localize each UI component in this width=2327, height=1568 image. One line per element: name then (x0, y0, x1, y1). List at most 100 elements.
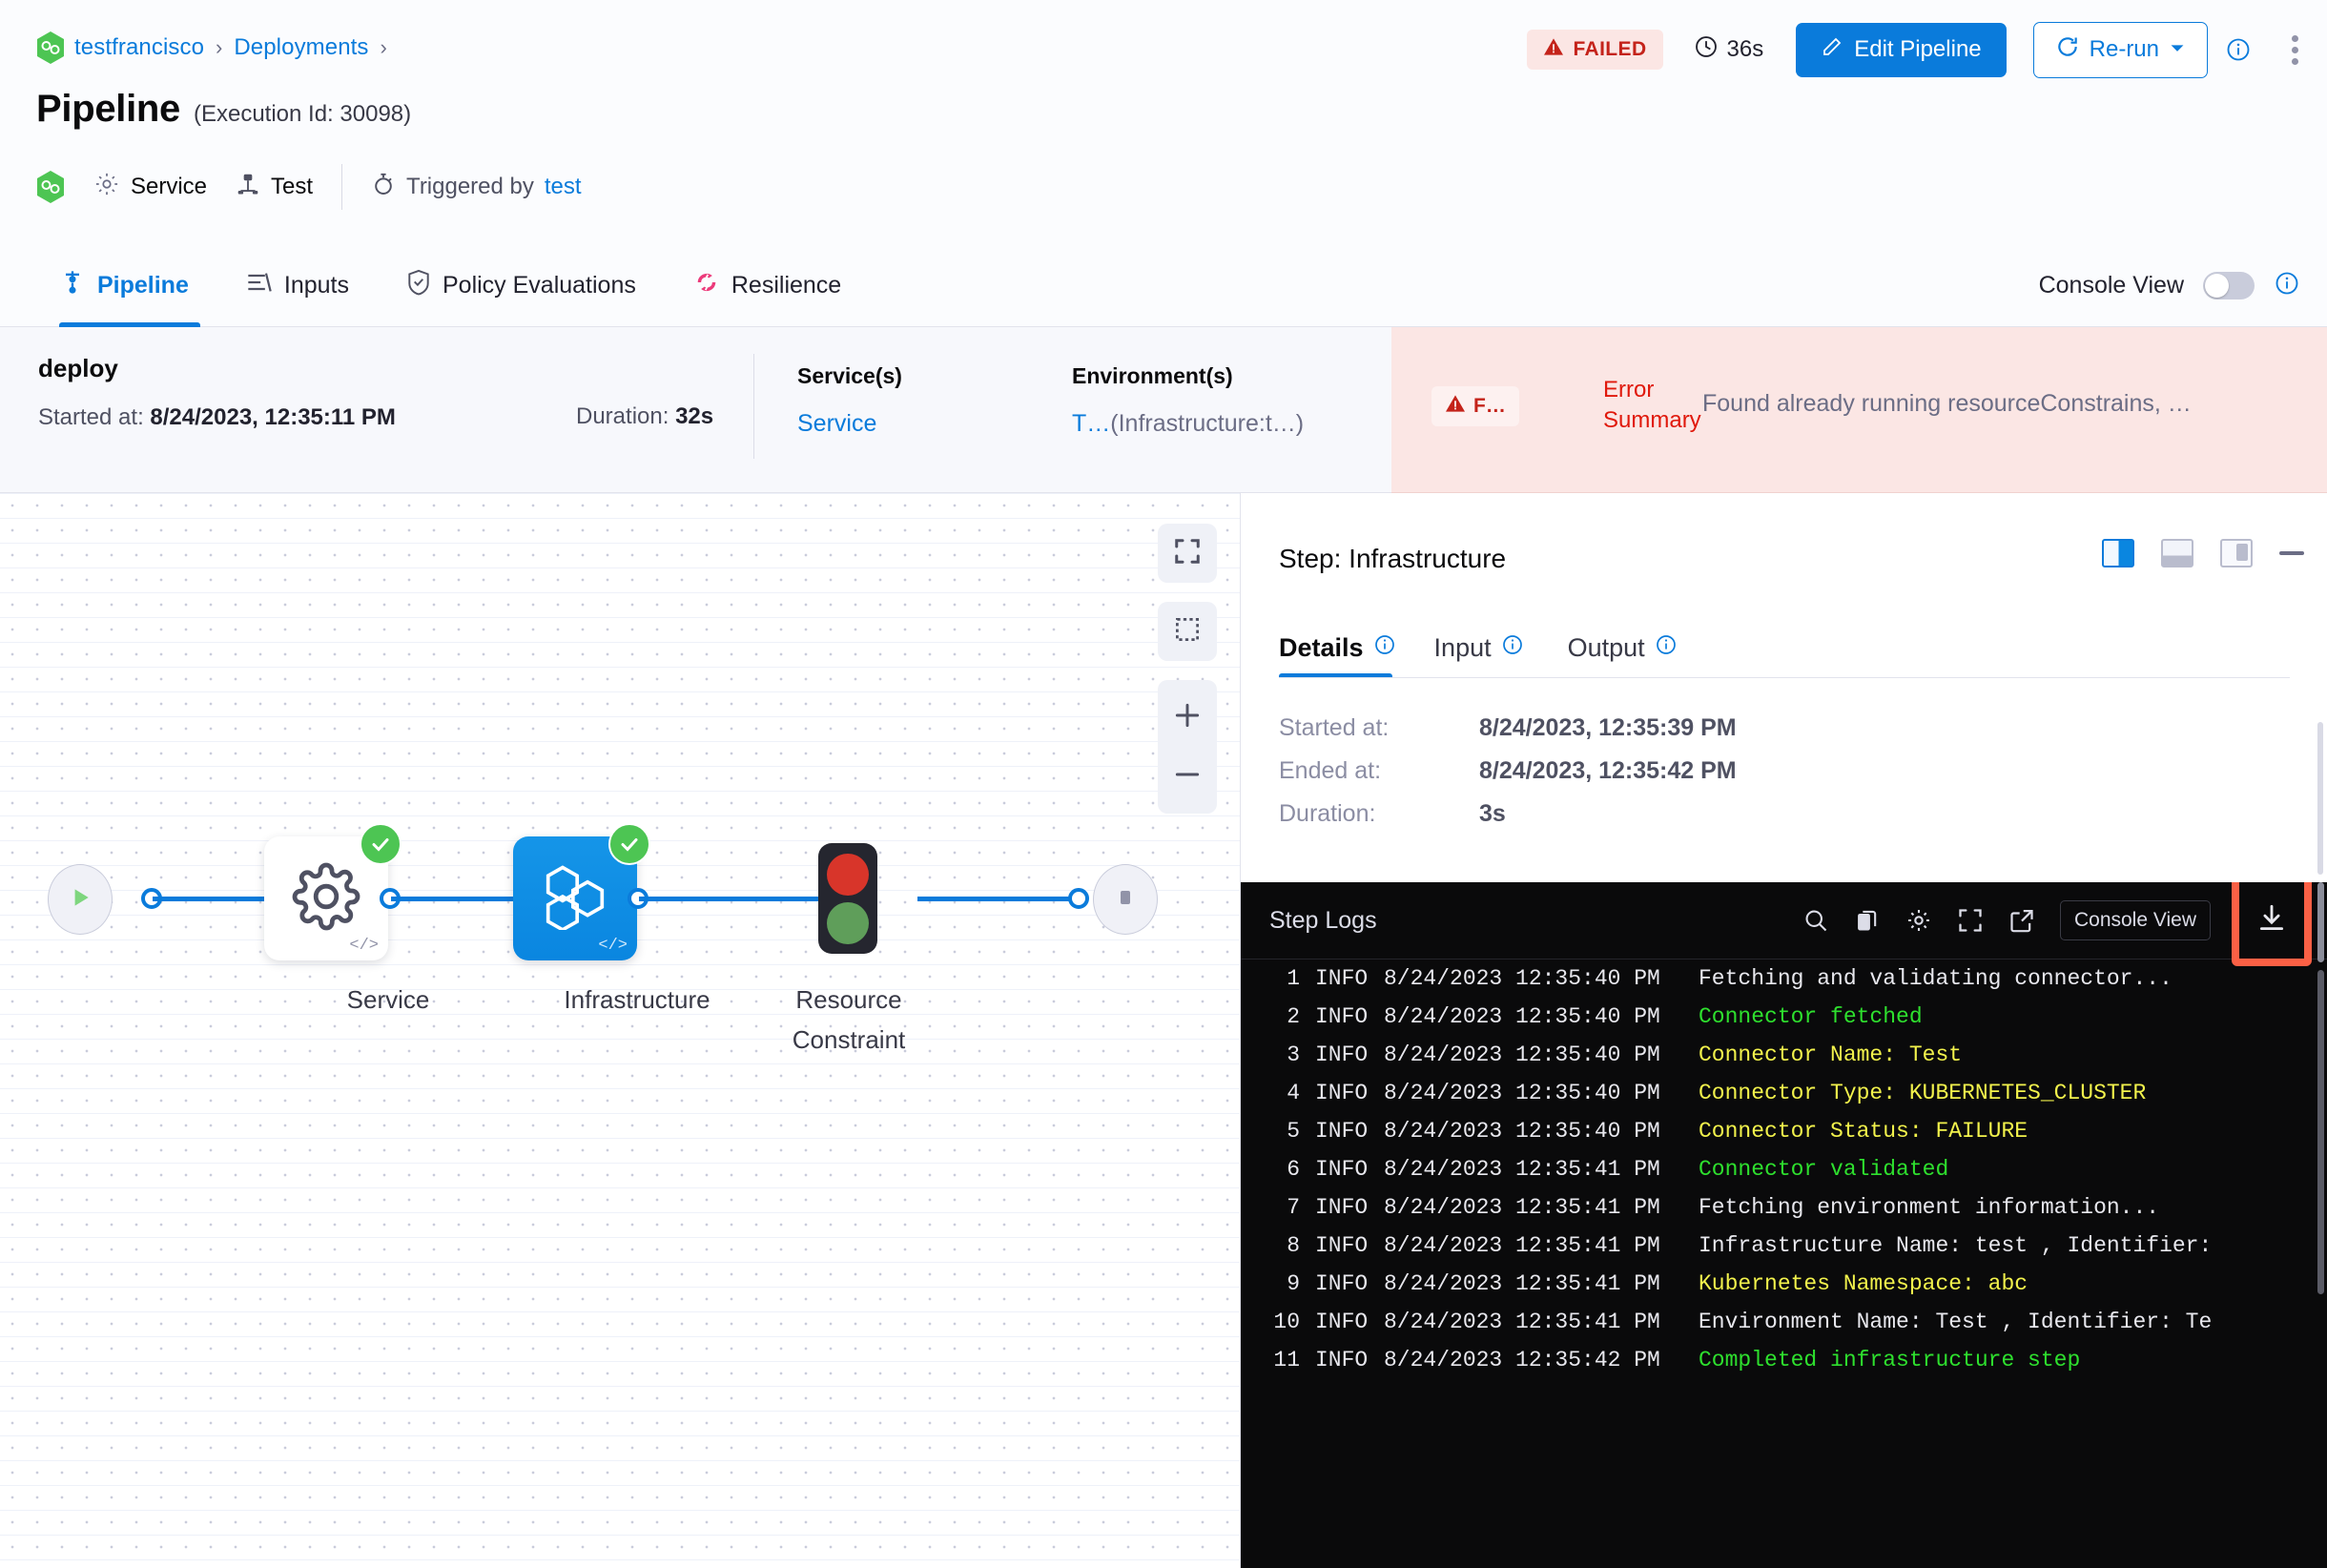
pencil-icon (1821, 35, 1843, 65)
edit-pipeline-button[interactable]: Edit Pipeline (1796, 22, 2007, 77)
console-view-toggle[interactable] (2203, 271, 2255, 299)
fit-to-screen-button[interactable] (1158, 524, 1217, 583)
stage-environments-name: T… (1072, 410, 1111, 437)
gear-icon (93, 171, 120, 204)
panel-right-icon[interactable] (2102, 539, 2134, 567)
stage-environments-detail: (Infrastructure:t…) (1110, 410, 1305, 437)
log-line-number: 5 (1287, 1119, 1300, 1144)
log-message: Fetching and validating connector... (1699, 966, 2173, 991)
canvas-zoom-controls (1158, 524, 1217, 814)
download-logs-button[interactable] (2232, 882, 2312, 966)
tab-policy-evaluations[interactable]: Policy Evaluations (378, 243, 665, 327)
breadcrumb-separator-icon: › (380, 35, 387, 59)
step-panel-layout-controls (2102, 539, 2304, 567)
stop-icon (1114, 886, 1137, 914)
step-details-list: Started at: 8/24/2023, 12:35:39 PM Ended… (1279, 714, 2233, 843)
copy-icon[interactable] (1854, 907, 1881, 934)
graph-node-infrastructure-label: Infrastructure (564, 985, 710, 1014)
tab-pipeline[interactable]: Pipeline (50, 243, 217, 327)
console-view-label: Console View (2038, 271, 2184, 299)
log-timestamp: 8/24/2023 12:35:40 PM (1384, 1042, 1660, 1067)
minus-icon (1172, 759, 1203, 794)
tab-resilience[interactable]: Resilience (665, 243, 870, 327)
page-title-row: Pipeline (Execution Id: 30098) (36, 88, 411, 131)
tab-policy-evaluations-label: Policy Evaluations (442, 271, 636, 299)
log-message: Connector validated (1699, 1157, 1949, 1182)
stage-services-value[interactable]: Service (797, 410, 877, 437)
step-tab-output[interactable]: Output (1568, 633, 1704, 678)
pipeline-canvas[interactable]: </> Service </> Infra (0, 493, 1241, 1568)
graph-node-end[interactable] (1093, 864, 1158, 935)
breadcrumb-item-deployments[interactable]: Deployments (234, 34, 369, 60)
error-summary-label: Error Summary (1603, 377, 1701, 433)
rerun-button[interactable]: Re-run (2032, 21, 2208, 78)
logs-scrollbar[interactable] (2317, 970, 2324, 1294)
gear-icon (292, 862, 360, 936)
breadcrumb-separator-icon: › (216, 35, 223, 59)
info-icon[interactable] (1655, 633, 1678, 663)
graph-edge (917, 897, 1070, 901)
zoom-group (1158, 680, 1217, 814)
fullscreen-icon[interactable] (1957, 907, 1984, 934)
panel-float-icon[interactable] (2220, 539, 2253, 567)
info-icon[interactable] (1501, 633, 1524, 663)
graph-node-infrastructure[interactable]: </> (513, 823, 650, 960)
tab-inputs[interactable]: Inputs (217, 243, 378, 327)
error-status-chip: F… (1431, 386, 1519, 426)
search-icon[interactable] (1802, 907, 1829, 934)
info-icon[interactable] (2274, 270, 2300, 301)
minimize-icon[interactable] (2279, 551, 2304, 555)
stage-info: deploy Started at: 8/24/2023, 12:35:11 P… (38, 354, 396, 431)
graph-node-start[interactable] (48, 864, 113, 935)
panel-bottom-icon[interactable] (2161, 539, 2193, 567)
main-tabbar: Pipeline Inputs Policy Evaluations Resil… (0, 243, 2327, 327)
stage-environments-value[interactable]: T…(Infrastructure:t…) (1072, 410, 1304, 438)
zoom-out-button[interactable] (1158, 747, 1217, 806)
console-view-control: Console View (2039, 243, 2300, 327)
warning-triangle-icon (1445, 394, 1466, 419)
step-tab-input-label: Input (1433, 633, 1492, 662)
stage-duration-label: Duration: (576, 403, 669, 429)
harness-logo-icon (36, 171, 65, 203)
detail-value: 8/24/2023, 12:35:39 PM (1479, 714, 1737, 741)
step-tab-input[interactable]: Input (1434, 633, 1551, 678)
logs-console-view-button[interactable]: Console View (2059, 900, 2211, 940)
trigger-user-link[interactable]: test (544, 174, 582, 199)
trigger-prefix: Triggered by (406, 174, 534, 199)
code-icon: </> (598, 937, 628, 955)
logs-scrollbar-top[interactable] (2317, 882, 2324, 962)
breadcrumb-item-org[interactable]: testfrancisco (74, 34, 205, 60)
info-icon[interactable] (2225, 36, 2252, 63)
gear-icon[interactable] (1905, 907, 1932, 934)
log-line-number: 3 (1287, 1042, 1300, 1067)
log-level: INFO (1315, 1119, 1369, 1144)
step-tab-details[interactable]: Details (1279, 633, 1417, 678)
zoom-in-button[interactable] (1158, 688, 1217, 747)
log-message: Completed infrastructure step (1699, 1348, 2081, 1372)
meta-divider (341, 164, 343, 210)
log-level: INFO (1315, 1004, 1369, 1029)
play-icon (68, 885, 93, 915)
graph-node-service[interactable]: </> (264, 823, 402, 960)
step-panel-scrollbar[interactable] (2317, 722, 2323, 875)
log-level: INFO (1315, 1271, 1369, 1296)
select-area-button[interactable] (1158, 602, 1217, 661)
error-summary-message: Found already running resourceConstrains… (1702, 390, 2192, 417)
open-external-icon[interactable] (2008, 907, 2035, 934)
tab-pipeline-label: Pipeline (97, 271, 189, 299)
stage-divider (753, 354, 754, 459)
inputs-icon (246, 270, 273, 301)
rerun-label: Re-run (2089, 36, 2159, 62)
log-message: Kubernetes Namespace: abc (1699, 1271, 2028, 1296)
page-header: testfrancisco › Deployments › Pipeline (… (0, 0, 2327, 243)
more-options-icon[interactable] (2292, 34, 2298, 65)
info-icon[interactable] (1373, 633, 1396, 663)
log-line-number: 8 (1287, 1233, 1300, 1258)
graph-node-resource-constraint[interactable] (818, 843, 877, 954)
main-tabs: Pipeline Inputs Policy Evaluations Resil… (50, 243, 870, 327)
